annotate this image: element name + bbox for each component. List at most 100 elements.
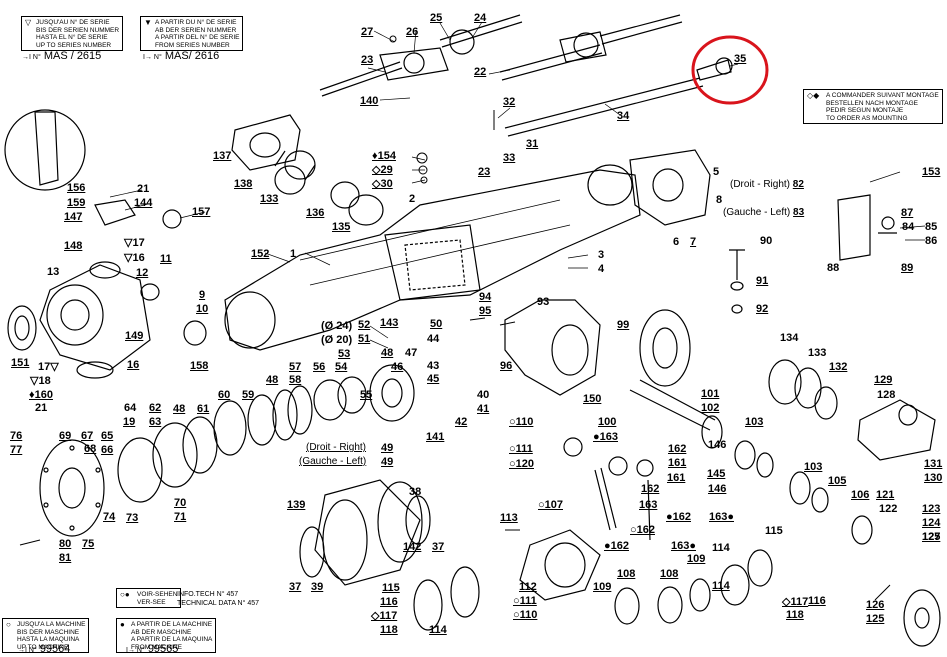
part-number-label: 64: [124, 402, 137, 414]
part-number-label: 124: [922, 517, 941, 529]
part-number-label: 96: [500, 360, 513, 372]
small-hardware: [19, 35, 891, 601]
part-number-label: (Ø 24): [321, 320, 353, 332]
part-number-label: ○110: [509, 416, 534, 428]
king-pin-cap: [94, 199, 207, 346]
part-number-label: 105: [828, 475, 847, 487]
part-number-label: 3: [598, 249, 605, 261]
info-tech-line: TECHNICAL DATA N° 457: [177, 600, 260, 607]
part-number-label: 81: [59, 552, 72, 564]
note-order-mounting-symbol: ◇◆: [807, 91, 820, 100]
note-line: TO ORDER AS MOUNTING: [826, 114, 908, 122]
note-line: AB DER MASCHINE: [131, 628, 192, 636]
part-number-label: 48: [266, 374, 279, 386]
part-number-label: ○162: [630, 524, 655, 536]
part-number-label: 144: [134, 197, 153, 209]
note-line: FROM MACHINE: [131, 643, 182, 651]
part-number-label: 109: [687, 553, 706, 565]
part-number-label: 99: [617, 319, 630, 331]
part-number-label: 38: [409, 486, 422, 498]
part-number-label: ◇117: [371, 610, 398, 622]
part-number-label: 75: [82, 538, 95, 550]
part-number-label: 67: [81, 430, 94, 442]
part-number-label: 23: [361, 54, 374, 66]
part-number-label: 163●: [709, 511, 734, 523]
part-number-label: 23: [478, 166, 491, 178]
part-number-label: 139: [287, 499, 306, 511]
part-number-label: 66: [101, 444, 114, 456]
part-number-label: 150: [583, 393, 602, 405]
part-number-label: ●162: [666, 511, 691, 523]
part-number-label: 103: [804, 461, 823, 473]
side-label-left-83: (Gauche - Left) 83: [723, 207, 805, 218]
note-line: A COMMANDER SUIVANT MONTAGE: [826, 92, 939, 99]
part-number-label: 109: [593, 581, 612, 593]
part-number-label: 43: [427, 360, 440, 372]
part-number-label: 125: [866, 613, 885, 625]
part-number-label: 86: [925, 235, 938, 247]
part-number-label: 88: [827, 262, 840, 274]
detail-inset-circle: [4, 109, 86, 191]
part-number-label: 22: [474, 66, 487, 78]
part-number-label: 137: [213, 150, 232, 162]
part-number-label: ♦160: [29, 389, 53, 401]
steering-knuckle: [7, 261, 151, 379]
part-number-label: 35: [734, 53, 747, 65]
part-number-label: 1: [290, 248, 297, 260]
part-number-label: 10: [196, 303, 209, 315]
serial-until-machine: →I N° 99564: [18, 643, 70, 655]
shaft-34: [504, 77, 704, 137]
part-number-label: 74: [103, 511, 116, 523]
part-number-label: 157: [192, 206, 211, 218]
side-label-right-49: (Droit - Right): [306, 442, 366, 453]
part-number-label: 123: [922, 503, 941, 515]
part-number-label: 71: [174, 511, 187, 523]
side-label-left-49: (Gauche - Left): [299, 456, 366, 467]
part-number-label: 127: [922, 531, 941, 543]
part-number-label: 87: [901, 207, 914, 219]
part-number-label: 7: [690, 236, 697, 248]
part-number-label: 135: [332, 221, 351, 233]
part-number-label: 49: [381, 456, 394, 468]
part-number-label: 56: [313, 361, 326, 373]
note-line: BESTELLEN NACH MONTAGE: [826, 99, 918, 107]
part-number-label: ♦154: [372, 150, 396, 162]
part-number-label: 19: [123, 416, 136, 428]
part-number-label: 163●: [671, 540, 696, 552]
differential-carrier: [504, 299, 601, 396]
part-number-label: 133: [808, 347, 827, 359]
differential-case: [519, 529, 601, 601]
serial-from-machine: I→ N° 99565: [126, 643, 178, 655]
part-number-label: ▽16: [124, 252, 145, 264]
part-number-label: 8: [716, 194, 723, 206]
part-number-label: 152: [251, 248, 270, 260]
part-number-label: 131: [924, 458, 943, 470]
bushing-133: [274, 150, 316, 195]
part-number-label: 85: [925, 221, 938, 233]
flange-125: [851, 515, 941, 647]
part-number-label: 132: [829, 361, 848, 373]
part-number-label: 93: [537, 296, 550, 308]
part-number-label: 103: [745, 416, 764, 428]
part-number-label: 33: [503, 152, 516, 164]
part-number-label: 4: [598, 263, 605, 275]
part-number-label: 48: [381, 347, 394, 359]
part-number-label: 62: [149, 402, 162, 414]
part-number-label: 108: [660, 568, 679, 580]
side-gears: [563, 437, 773, 625]
part-number-label: 77: [10, 444, 23, 456]
part-number-label: 89: [901, 262, 914, 274]
part-number-label: 40: [477, 389, 490, 401]
part-number-label: 100: [598, 416, 617, 428]
axle-housing: [224, 164, 641, 351]
part-number-label: 136: [306, 207, 325, 219]
part-number-label: 146: [708, 483, 727, 495]
part-number-label: 21: [137, 183, 150, 195]
part-number-label: 149: [125, 330, 144, 342]
part-number-label: 161: [667, 472, 686, 484]
part-number-label: 58: [289, 374, 302, 386]
part-number-label: 146: [708, 439, 727, 451]
part-number-label: 114: [712, 542, 730, 554]
part-number-label: 27: [361, 26, 374, 38]
